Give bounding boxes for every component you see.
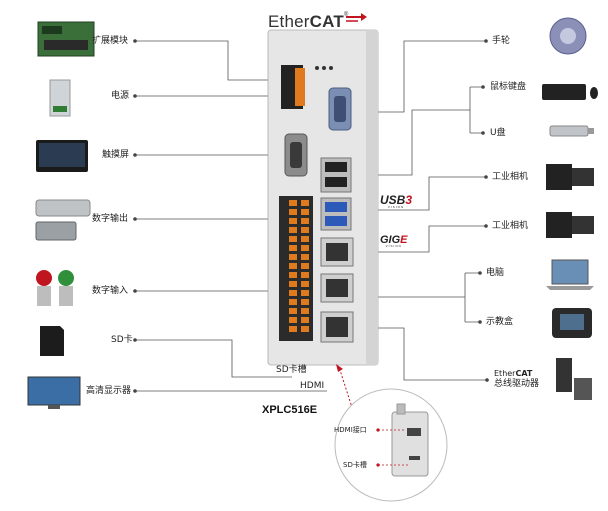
usb-logo-prefix: USB: [380, 193, 406, 207]
handwheel-icon: [549, 17, 587, 55]
label-teach-pendant: 示教盒: [486, 317, 514, 327]
label-expansion-module: 扩展模块: [92, 36, 129, 46]
hd-display-icon: [27, 376, 81, 409]
computer-icon: [546, 259, 594, 290]
label-computer: 电脑: [486, 268, 505, 278]
label-sd-card: SD卡: [111, 335, 133, 345]
usb-logo-num: 3: [405, 193, 413, 207]
label-hd-display: 高清显示器: [86, 386, 132, 396]
servo-driver-icon: [556, 358, 592, 400]
model-name: XPLC516E: [262, 404, 318, 416]
usb-disk-icon: [549, 125, 594, 137]
power-supply-icon: [49, 79, 71, 117]
label-hdmi: HDMI: [300, 381, 325, 391]
ethercat-logo: EtherCAT®: [268, 12, 349, 32]
digital-input-icon: [36, 270, 74, 306]
label-digital-output: 数字输出: [92, 214, 129, 224]
controller-body: [267, 29, 379, 366]
label-ethercat-prefix: Ether: [494, 369, 516, 378]
zoom-label-hdmi-port: HDMI接口: [334, 426, 367, 434]
gige-logo-e: E: [400, 234, 408, 246]
label-handwheel: 手轮: [492, 36, 511, 46]
label-power: 电源: [111, 91, 130, 101]
ethercat-arrow-icon: [346, 13, 367, 22]
ethercat-logo-reg: ®: [343, 12, 349, 18]
label-sd-slot: SD卡槽: [276, 365, 307, 375]
label-camera-1: 工业相机: [492, 172, 529, 182]
industrial-camera-2-icon: [546, 212, 594, 238]
label-ethercat-suffix: CAT: [515, 369, 533, 378]
label-bus-driver: 总线驱动器: [494, 379, 540, 389]
zoom-label-sd-slot: SD卡槽: [343, 461, 367, 469]
label-keyboard-mouse: 鼠标键盘: [490, 82, 527, 92]
gige-logo-prefix: GIG: [380, 234, 401, 246]
label-touchscreen: 触摸屏: [102, 150, 130, 160]
ethercat-logo-suffix: CAT: [309, 12, 344, 31]
label-digital-input: 数字输入: [92, 286, 129, 296]
sd-card-icon: [40, 326, 64, 356]
industrial-camera-1-icon: [546, 164, 594, 190]
usb3-vision-logo: USB3 VISION: [380, 193, 412, 209]
usb-logo-sub: VISION: [387, 205, 405, 209]
touchscreen-icon: [36, 140, 88, 172]
gige-logo-sub: VISION: [385, 244, 402, 248]
digital-output-icon: [35, 199, 91, 241]
gige-vision-logo: GIGE VISION: [380, 234, 408, 248]
label-camera-2: 工业相机: [492, 221, 529, 231]
label-usb-disk: U盘: [490, 128, 506, 138]
expansion-module-icon: [37, 21, 95, 57]
ethercat-logo-prefix: Ether: [268, 12, 310, 31]
keyboard-mouse-icon: [542, 84, 598, 100]
teach-pendant-icon: [552, 308, 592, 338]
label-ethercat-small: EtherCAT: [494, 368, 532, 379]
